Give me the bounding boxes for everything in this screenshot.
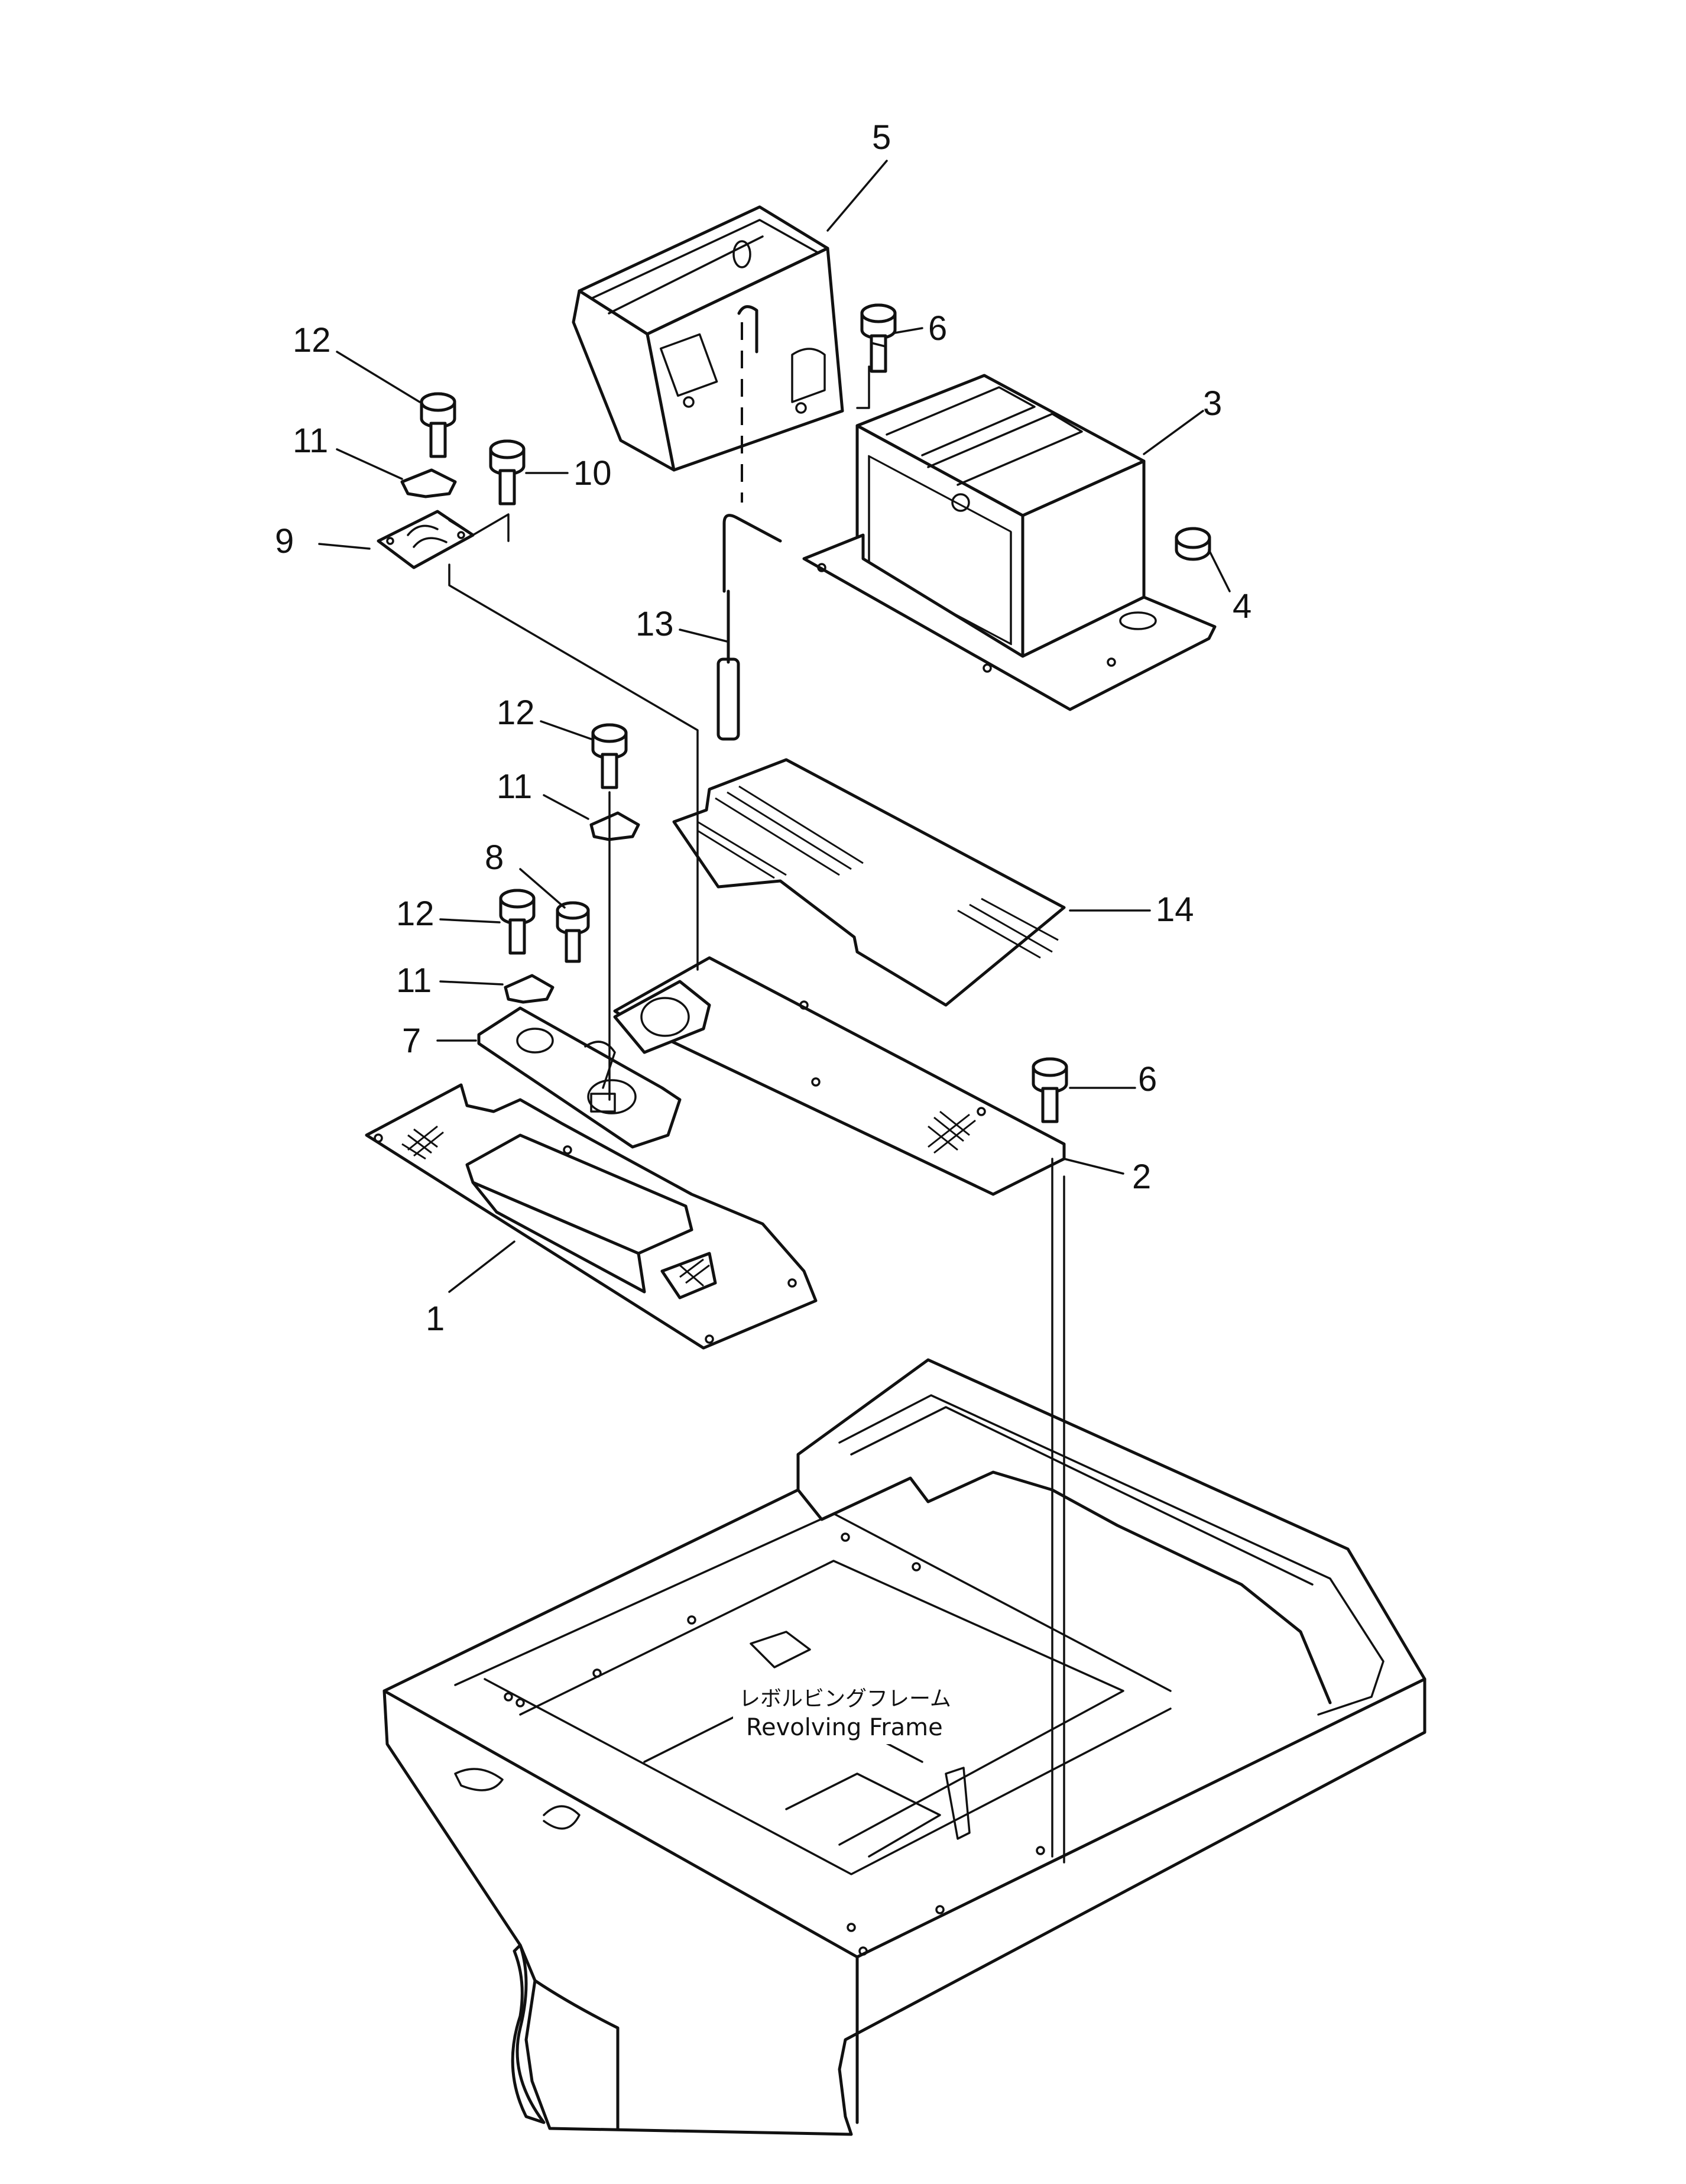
part-4-cap <box>1175 527 1211 561</box>
callout-11-top: 11 <box>293 422 328 460</box>
callout-11-lower: 11 <box>396 961 432 1000</box>
callout-9: 9 <box>275 522 294 560</box>
callout-14: 14 <box>1156 890 1194 929</box>
callout-2: 2 <box>1132 1158 1151 1196</box>
callout-6-lower: 6 <box>1138 1060 1157 1099</box>
callout-12-top: 12 <box>293 321 331 359</box>
assembly-guide-lines <box>448 322 1065 1864</box>
leader-lines <box>318 160 1231 1293</box>
callout-1: 1 <box>426 1300 445 1338</box>
callout-numbers: 5 6 3 4 12 11 10 9 13 12 11 8 12 11 7 14… <box>275 118 1251 1338</box>
part-6-bolt-lower <box>1032 1057 1068 1123</box>
frame-label-english: Revolving Frame <box>746 1714 943 1741</box>
callout-13: 13 <box>636 605 674 643</box>
part-5-cover <box>572 205 844 472</box>
part-9-plate <box>377 510 475 569</box>
part-8-bolt <box>556 901 590 963</box>
callout-10: 10 <box>573 454 612 492</box>
callout-3: 3 <box>1203 384 1222 423</box>
callout-4: 4 <box>1233 587 1251 626</box>
part-11-clip-lower <box>504 974 555 1004</box>
part-12-bolt-top <box>420 392 456 458</box>
part-11-clip-middle <box>589 811 640 841</box>
revolving-frame <box>382 1358 1426 2136</box>
part-6-bolt-upper <box>860 303 897 373</box>
part-13-rod <box>716 514 782 741</box>
callout-8: 8 <box>485 838 504 877</box>
part-7-plate <box>477 1006 682 1149</box>
part-12-bolt-lower <box>499 889 536 955</box>
frame-label-bg <box>733 1679 958 1744</box>
callout-11-middle: 11 <box>497 767 532 806</box>
frame-label-japanese: レボルビングフレーム <box>739 1687 951 1711</box>
part-1-tray <box>365 1083 818 1350</box>
part-14-mat <box>672 758 1066 1007</box>
part-3-battery <box>802 374 1217 711</box>
callout-12-lower: 12 <box>396 895 435 933</box>
part-2-plate <box>613 956 1066 1196</box>
callout-12-middle: 12 <box>497 694 535 732</box>
callout-6-upper: 6 <box>928 309 947 348</box>
part-12-bolt-middle <box>591 723 628 789</box>
callout-7: 7 <box>402 1022 421 1060</box>
callout-5: 5 <box>872 118 891 157</box>
part-11-clip-top <box>400 468 457 498</box>
part-10-bolt <box>489 439 526 506</box>
